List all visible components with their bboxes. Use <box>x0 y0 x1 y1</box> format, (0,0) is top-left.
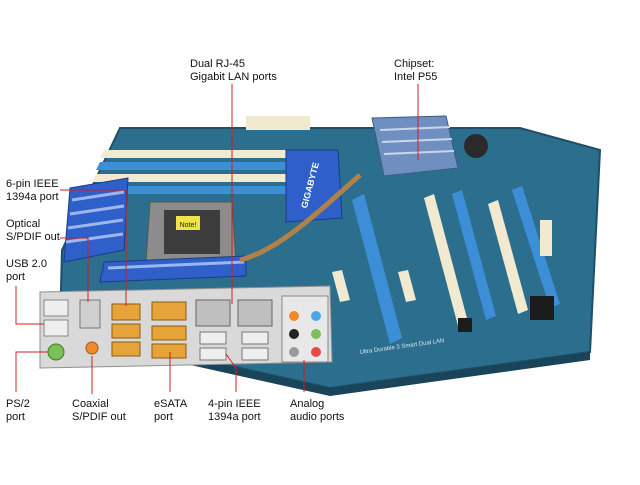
label-audio-line1: Analog <box>290 398 325 410</box>
memory-slots <box>88 116 310 194</box>
label-optical-line2: S/PDIF out <box>6 231 60 243</box>
label-dual-lan-line2: Gigabit LAN ports <box>190 71 277 83</box>
label-coaxial: Coaxial S/PDIF out <box>72 398 126 424</box>
label-ps2: PS/2 port <box>6 398 30 424</box>
label-usb-line1: USB 2.0 <box>6 258 47 270</box>
label-audio-line2: audio ports <box>290 411 345 423</box>
label-ieee6: 6-pin IEEE 1394a port <box>6 178 59 204</box>
label-ps2-line2: port <box>6 411 25 423</box>
label-usb-line2: port <box>6 271 25 283</box>
label-optical: Optical S/PDIF out <box>6 218 60 244</box>
usb-stack <box>43 299 69 317</box>
label-optical-line1: Optical <box>6 218 41 230</box>
atx-power-connector <box>540 220 552 256</box>
coaxial-port <box>85 341 99 355</box>
label-ieee6-line2: 1394a port <box>6 191 59 203</box>
label-esata-line2: port <box>154 411 173 423</box>
heatpipe <box>239 173 362 263</box>
label-ieee4-line1: 4-pin IEEE <box>208 398 261 410</box>
cpu-socket: Note! <box>145 201 237 263</box>
label-dual-lan: Dual RJ-45 Gigabit LAN ports <box>190 58 277 84</box>
io-chip <box>458 318 472 332</box>
vrm-heatsinks: GIGABYTE <box>63 149 362 283</box>
callout-line-ps2 <box>15 351 48 392</box>
callout-line-usb <box>15 286 44 325</box>
label-audio: Analog audio ports <box>290 398 344 424</box>
esata-port <box>151 301 187 321</box>
label-ieee4: 4-pin IEEE 1394a port <box>208 398 261 424</box>
chipset-heatsink <box>371 115 488 177</box>
rear-io-panel <box>39 285 333 369</box>
lan-port-1 <box>195 299 231 327</box>
label-ieee4-line2: 1394a port <box>208 411 261 423</box>
lan-port-2 <box>237 299 273 327</box>
label-coaxial-line2: S/PDIF out <box>72 411 126 423</box>
cmos-battery <box>464 134 488 158</box>
super-io-chip <box>530 296 554 320</box>
callout-line-optical <box>60 237 89 302</box>
label-chipset-line1: Chipset: <box>394 58 435 70</box>
cpu-note-sticker <box>176 216 200 230</box>
callout-line-ieee6 <box>60 189 127 306</box>
label-esata: eSATA port <box>154 398 187 424</box>
label-chipset: Chipset: Intel P55 <box>394 58 437 84</box>
label-coaxial-line1: Coaxial <box>72 398 109 410</box>
label-usb: USB 2.0 port <box>6 258 47 284</box>
cpu-note-text: Note! <box>180 222 197 229</box>
ide-connector <box>246 116 310 130</box>
callout-line-ieee4 <box>225 353 237 392</box>
label-dual-lan-line1: Dual RJ-45 <box>190 58 246 70</box>
label-ieee6-line1: 6-pin IEEE <box>6 178 59 190</box>
expansion-slots <box>332 186 560 344</box>
label-chipset-line2: Intel P55 <box>394 71 438 83</box>
label-esata-line1: eSATA <box>154 398 188 410</box>
label-ps2-line1: PS/2 <box>6 398 30 410</box>
optical-spdif-port <box>79 299 101 329</box>
